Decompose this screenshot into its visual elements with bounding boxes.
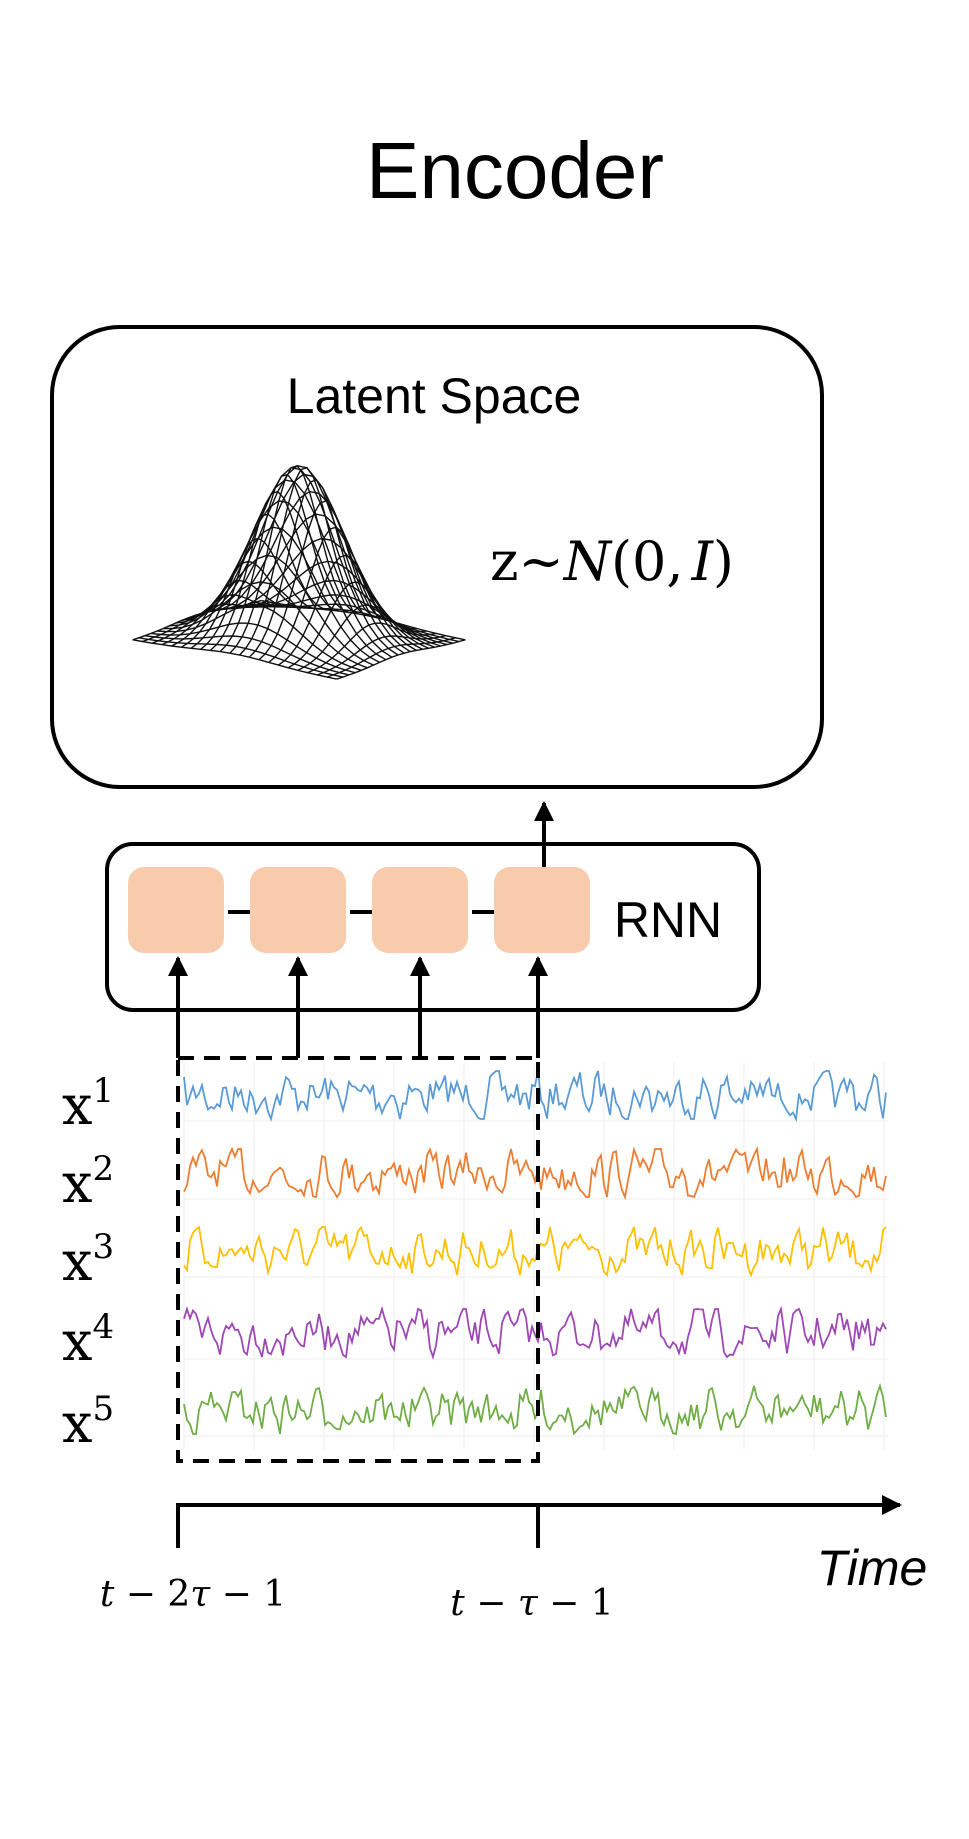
series-label-2: x2 (62, 1149, 114, 1215)
formula-close: ) (713, 530, 734, 593)
gauss-mesh-line (326, 637, 456, 678)
series-labels: x1 x2 x3 x4 x5 (62, 1071, 114, 1455)
series-line-3 (183, 1225, 887, 1278)
gauss-mesh-line (248, 479, 379, 658)
rnn-cell (250, 867, 346, 953)
latent-formula: z~N(0,I) (490, 530, 734, 593)
series-line-5 (183, 1382, 887, 1436)
gauss-mesh-line (144, 635, 350, 676)
gauss-mesh-line (138, 637, 344, 678)
formula-z: z (490, 530, 518, 593)
series-lines (183, 1070, 887, 1436)
rnn-label: RNN (614, 892, 722, 948)
gauss-mesh-line (190, 537, 320, 649)
gauss-mesh-line (212, 490, 417, 651)
gauss-mesh-line (336, 639, 466, 680)
rnn-cell (494, 867, 590, 953)
gauss-mesh-line (317, 635, 447, 676)
rnn-cells (128, 867, 590, 953)
series-label-5: x5 (62, 1389, 114, 1455)
input-arrows (168, 956, 548, 1058)
gauss-mesh-line (199, 465, 405, 654)
formula-cov: I (691, 530, 715, 593)
gauss-mesh-line (193, 466, 399, 656)
time-tick-1-label: t − 2τ − 1 (100, 1574, 286, 1615)
gauss-mesh-line (157, 604, 362, 671)
formula-tilde: ~ (518, 530, 563, 593)
formula-dist: N (562, 530, 613, 593)
rnn-cell (128, 867, 224, 953)
gauss-mesh-line (150, 622, 356, 674)
gauss-mesh-line (239, 466, 369, 656)
series-line-2 (183, 1146, 887, 1201)
formula-comma: , (666, 530, 683, 593)
rnn-box (105, 842, 761, 1012)
gauss-mesh-line (242, 594, 448, 646)
latent-space-label: Latent Space (287, 368, 582, 424)
gauss-mesh-line (219, 473, 349, 653)
latent-space-box (50, 325, 824, 789)
series-label-1: x1 (62, 1071, 114, 1137)
window-dashed-box (176, 1056, 540, 1463)
gaussian-surface-icon (132, 464, 466, 680)
gauss-mesh-line (175, 526, 380, 664)
gauss-mesh-line (258, 500, 388, 661)
gauss-mesh-line (268, 526, 398, 663)
time-tick-2-label: t − τ − 1 (450, 1583, 613, 1624)
time-axis-label: Time (817, 1540, 928, 1596)
gauss-mesh-line (287, 581, 417, 669)
gauss-mesh-line (229, 464, 359, 654)
series-line-1 (183, 1070, 887, 1123)
formula-open: ( (611, 530, 632, 593)
formula-mean: 0 (632, 530, 666, 593)
gauss-mesh-line (169, 554, 374, 666)
gauss-mesh-line (224, 537, 429, 649)
series-label-3: x3 (62, 1227, 114, 1293)
gauss-mesh-line (163, 581, 368, 669)
gauss-mesh-line (236, 579, 442, 647)
gauss-mesh-line (297, 604, 427, 671)
gauss-mesh-line (307, 622, 437, 674)
rnn-cell (372, 867, 468, 953)
gauss-mesh-line (132, 639, 337, 680)
series-label-4: x4 (62, 1307, 114, 1373)
diagram-title: Encoder (366, 126, 664, 215)
gauss-mesh-line (209, 490, 340, 651)
series-line-4 (183, 1305, 887, 1360)
